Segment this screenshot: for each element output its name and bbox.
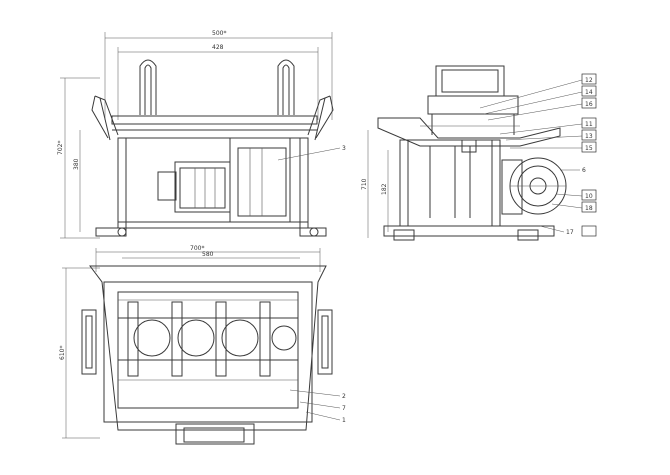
callout-11: 11: [585, 121, 593, 128]
plan-view: 700* 580 610*: [59, 245, 346, 445]
callout-12: 12: [585, 77, 593, 84]
front-callout-3: 3: [342, 145, 346, 152]
plan-callout-2: 2: [342, 393, 346, 400]
callout-18: 18: [585, 205, 593, 212]
callout-15: 15: [585, 145, 593, 152]
side-view: 710 182 12: [361, 65, 597, 241]
plan-callout-1: 1: [342, 417, 346, 424]
callout-17: 17: [566, 229, 574, 236]
plan-dim-top-outer: 700*: [190, 245, 204, 252]
callout-10: 10: [585, 193, 593, 200]
plan-callout-7: 7: [342, 405, 346, 412]
callout-14: 14: [585, 89, 593, 96]
side-dim-inner: 182: [381, 183, 388, 195]
front-dim-inner: 428: [212, 44, 224, 51]
front-dim-top: 500*: [212, 30, 226, 37]
front-view: 500* 428 702* 380: [57, 30, 346, 239]
callout-16: 16: [585, 101, 593, 108]
plan-dim-left: 610*: [59, 346, 66, 360]
callout-6: 6: [582, 167, 586, 174]
callout-13: 13: [585, 133, 593, 140]
side-callouts: 12 14 16 11 13 15 6 10 18 17: [479, 73, 597, 237]
front-dim-left-inner: 380: [73, 158, 80, 170]
plan-dim-top-inner: 580: [202, 251, 214, 258]
side-dim-outer: 710: [361, 178, 368, 190]
front-dim-left-outer: 702*: [57, 141, 64, 155]
